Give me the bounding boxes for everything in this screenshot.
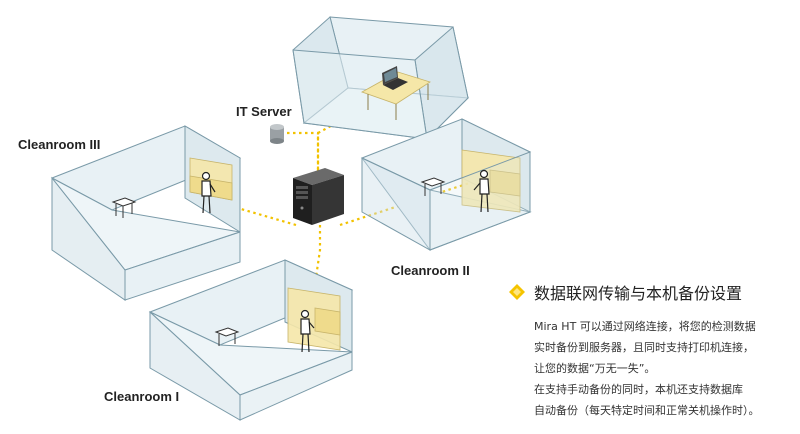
operator-icon — [201, 171, 216, 214]
info-panel: 数据联网传输与本机备份设置 Mira HT 可以通过网络连接，将您的检测数据 实… — [508, 280, 798, 421]
info-line: 实时备份到服务器，且同时支持打印机连接， — [534, 341, 754, 354]
link-cleanroom-2 — [339, 176, 486, 227]
link-it-server — [287, 131, 320, 175]
operator-icon — [473, 169, 490, 213]
it-server-icon — [270, 124, 284, 144]
cleanroom-1 — [148, 259, 354, 421]
info-heading-text: 数据联网传输与本机备份设置 — [534, 284, 743, 303]
instrument-table-icon — [420, 177, 446, 196]
top-lab-room — [292, 16, 470, 141]
info-line: 自动备份（每天特定时间和正常关机操作时）。 — [534, 404, 760, 417]
info-heading: 数据联网传输与本机备份设置 — [508, 280, 798, 304]
cleanroom-3 — [50, 125, 242, 301]
cleanroom-1-label: Cleanroom I — [104, 389, 180, 404]
info-line: Mira HT 可以通过网络连接，将您的检测数据 — [534, 320, 756, 333]
laptop-icon — [382, 66, 408, 90]
it-server-label: IT Server — [236, 104, 292, 119]
link-cleanroom-1 — [308, 225, 322, 319]
cleanroom-3-label: Cleanroom III — [18, 137, 101, 152]
info-line: 让您的数据“万无一失”。 — [534, 362, 656, 375]
operator-icon — [300, 309, 315, 353]
server-tower-icon — [293, 168, 344, 225]
cleanroom-2-label: Cleanroom II — [391, 263, 470, 278]
cleanroom-2 — [360, 118, 532, 251]
instrument-table-icon — [111, 197, 137, 218]
yellow-diamond-bullet-icon — [509, 284, 525, 300]
info-line: 在支持手动备份的同时，本机还支持数据库 — [534, 383, 743, 396]
instrument-table-icon — [214, 327, 240, 346]
